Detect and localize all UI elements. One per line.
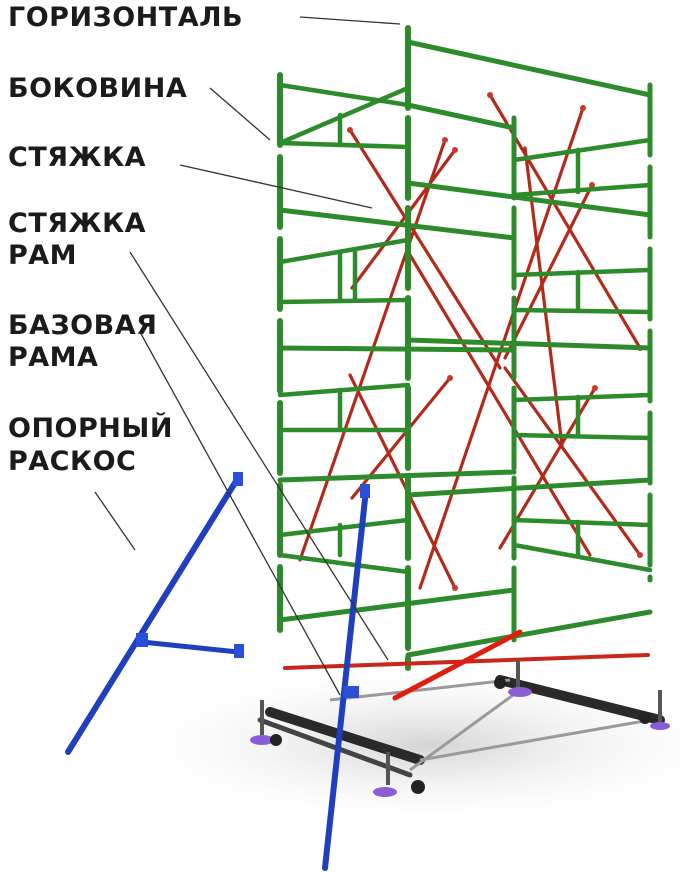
side-frames	[277, 25, 653, 671]
label-side: БОКОВИНА	[8, 73, 187, 104]
brace-clamps	[136, 472, 370, 698]
support-braces	[65, 475, 369, 871]
floor-shadow	[100, 660, 680, 830]
label-frame-tie-line1: СТЯЖКА	[8, 208, 146, 239]
label-base-frame-line2: РАМА	[8, 342, 98, 373]
top-horizontal	[405, 39, 653, 98]
label-frame-tie-line2: РАМ	[8, 240, 77, 271]
label-tie: СТЯЖКА	[8, 142, 146, 173]
label-support-brace-line2: РАСКОС	[8, 446, 136, 477]
label-support-brace-line1: ОПОРНЫЙ	[8, 412, 173, 444]
label-horizontal: ГОРИЗОНТАЛЬ	[8, 2, 243, 33]
base-frame	[250, 629, 670, 797]
label-base-frame-line1: БАЗОВАЯ	[8, 310, 157, 341]
leader-lines	[94, 16, 401, 696]
